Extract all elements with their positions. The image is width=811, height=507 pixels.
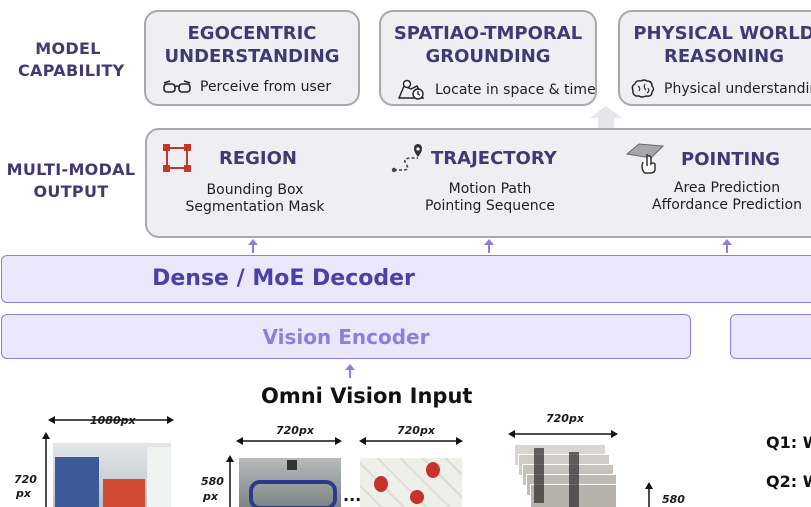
capability-title-line: UNDERSTANDING bbox=[164, 46, 340, 67]
bounding-box-icon bbox=[163, 144, 191, 172]
capability-title-line: REASONING bbox=[664, 46, 784, 67]
capability-title: PHYSICAL WORLD REASONING bbox=[620, 22, 811, 68]
decoder-bar: Dense / MoE Decoder bbox=[1, 255, 811, 303]
row-label-line: OUTPUT bbox=[33, 182, 109, 201]
width-arrow-icon bbox=[508, 430, 618, 438]
brain-icon bbox=[631, 79, 655, 98]
up-arrow-large-icon bbox=[590, 106, 622, 128]
ellipsis: ... bbox=[343, 486, 362, 505]
output-title-region: REGION bbox=[219, 148, 297, 169]
glasses-icon bbox=[163, 80, 191, 93]
output-line: Motion Path bbox=[448, 181, 532, 197]
row-label-line: MULTI-MODAL bbox=[6, 160, 136, 179]
row-label-line: CAPABILITY bbox=[18, 61, 125, 80]
output-title-pointing: POINTING bbox=[681, 149, 781, 170]
capability-title-line: PHYSICAL WORLD bbox=[633, 23, 811, 44]
output-line: Bounding Box bbox=[206, 182, 304, 198]
output-line: Area Prediction bbox=[673, 180, 781, 196]
dimension-label: px bbox=[16, 487, 31, 500]
capability-title-line: EGOCENTRIC bbox=[187, 23, 317, 44]
dimension-label: 720px bbox=[397, 424, 435, 437]
dimension-label: 720 bbox=[14, 473, 37, 486]
input-image-stack bbox=[514, 444, 616, 507]
height-arrow-icon bbox=[645, 482, 653, 507]
vision-encoder-bar: Vision Encoder bbox=[1, 314, 691, 359]
dimension-label: 720px bbox=[276, 424, 314, 437]
row-label-model-capability: MODEL CAPABILITY bbox=[18, 38, 125, 82]
output-title-trajectory: TRAJECTORY bbox=[431, 148, 557, 169]
row-label-multi-modal-output: MULTI-MODAL OUTPUT bbox=[0, 159, 142, 203]
question-label: Q1: W bbox=[766, 433, 811, 452]
height-arrow-icon bbox=[226, 455, 234, 507]
capability-title: EGOCENTRIC UNDERSTANDING bbox=[146, 22, 358, 68]
dimension-label: 1080px bbox=[90, 414, 136, 427]
second-encoder-bar bbox=[730, 314, 811, 359]
pointing-hand-icon bbox=[625, 143, 665, 174]
dimension-label: 580 bbox=[201, 475, 224, 488]
decoder-label: Dense / MoE Decoder bbox=[152, 266, 415, 291]
up-arrow-icon bbox=[484, 239, 494, 253]
height-arrow-icon bbox=[42, 432, 50, 507]
output-line: Segmentation Mask bbox=[185, 199, 325, 215]
capability-title: SPATIAO-TMPORAL GROUNDING bbox=[381, 22, 595, 68]
question-label: Q2: W bbox=[766, 472, 811, 491]
dimension-label: 720px bbox=[546, 412, 584, 425]
capability-card-grounding: SPATIAO-TMPORAL GROUNDING Locate in spac… bbox=[379, 10, 597, 106]
input-image-room bbox=[53, 443, 171, 507]
capability-title-line: SPATIAO-TMPORAL bbox=[393, 23, 583, 44]
output-line: Affordance Prediction bbox=[652, 197, 802, 213]
capability-card-physical: PHYSICAL WORLD REASONING Physical unders… bbox=[618, 10, 811, 106]
capability-card-egocentric: EGOCENTRIC UNDERSTANDING Perceive from u… bbox=[144, 10, 360, 106]
input-image-cable bbox=[239, 458, 341, 507]
width-arrow-icon bbox=[48, 416, 174, 424]
up-arrow-icon bbox=[248, 239, 258, 253]
trajectory-icon bbox=[391, 144, 422, 173]
capability-title-line: GROUNDING bbox=[425, 46, 551, 67]
capability-subtitle: Locate in space & time bbox=[435, 82, 596, 98]
capability-subtitle-row: Physical understandin bbox=[630, 78, 811, 100]
dimension-label: 580 bbox=[662, 493, 685, 506]
capability-subtitle: Perceive from user bbox=[200, 79, 332, 95]
map-clock-icon bbox=[397, 79, 425, 100]
dimension-label: px bbox=[203, 490, 218, 503]
capability-subtitle: Physical understandin bbox=[664, 81, 811, 97]
row-label-line: MODEL bbox=[35, 39, 101, 58]
up-arrow-icon bbox=[345, 364, 355, 378]
omni-vision-input-title: Omni Vision Input bbox=[261, 384, 473, 408]
capability-subtitle-row: Perceive from user bbox=[162, 78, 331, 96]
up-arrow-icon bbox=[722, 239, 732, 253]
vision-encoder-label: Vision Encoder bbox=[262, 325, 430, 349]
output-line: Pointing Sequence bbox=[425, 198, 555, 214]
multi-modal-output-panel: REGION Bounding Box Segmentation Mask TR… bbox=[145, 128, 811, 238]
width-arrow-icon bbox=[359, 437, 463, 445]
width-arrow-icon bbox=[236, 437, 342, 445]
capability-subtitle-row: Locate in space & time bbox=[397, 78, 596, 102]
input-image-strawberries bbox=[360, 458, 462, 507]
